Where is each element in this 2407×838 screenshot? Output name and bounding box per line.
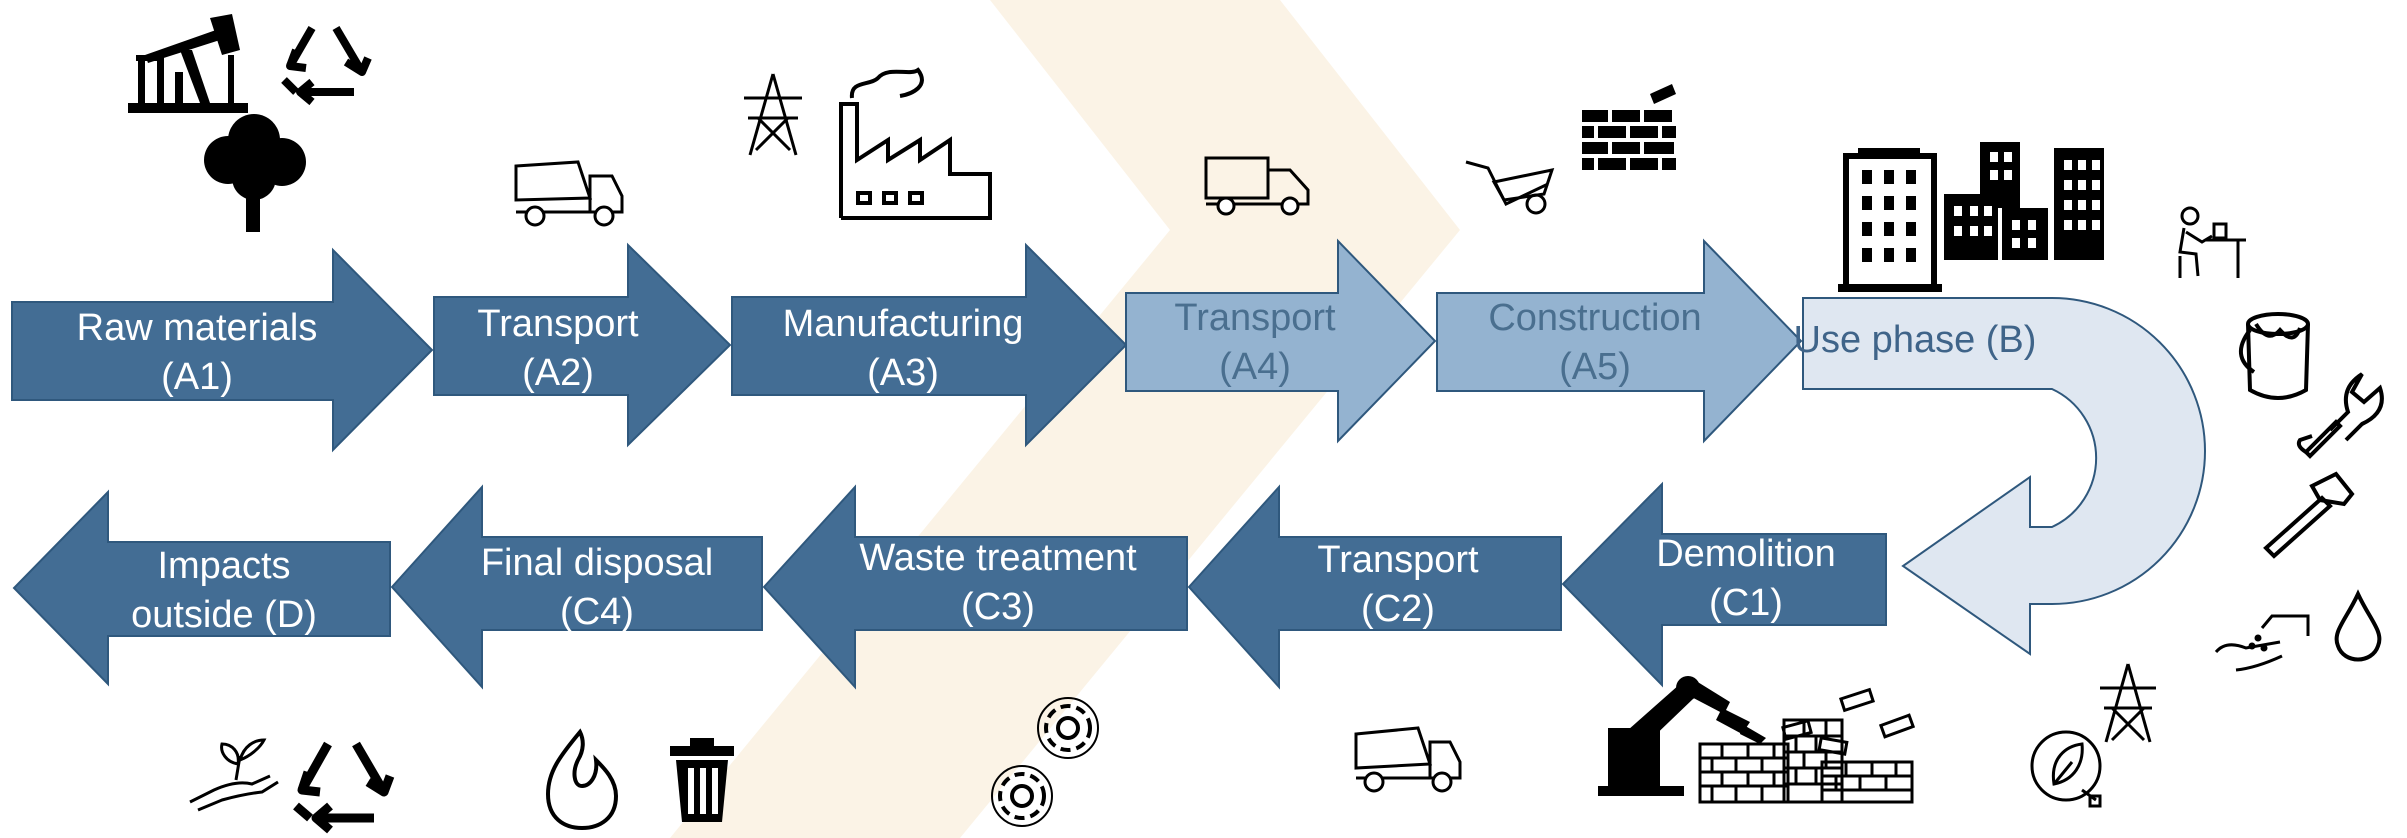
water-tap-icon bbox=[2214, 614, 2310, 672]
hammer-icon bbox=[2263, 471, 2355, 559]
dump-truck-icon bbox=[1354, 726, 1462, 793]
office-building-icon bbox=[1838, 148, 1942, 292]
stage-a4-label: Transport bbox=[1174, 297, 1336, 339]
water-drop-icon bbox=[2334, 589, 2382, 662]
stage-a3-arrow: Manufacturing (A3) bbox=[731, 242, 1128, 448]
dump-truck-icon bbox=[514, 160, 624, 227]
stage-c2-code: (C2) bbox=[1361, 588, 1435, 630]
stage-a3-label: Manufacturing bbox=[783, 303, 1024, 345]
factory-icon bbox=[839, 67, 992, 220]
stage-a5-code: (A5) bbox=[1559, 346, 1631, 388]
power-pylon-icon bbox=[2100, 663, 2156, 743]
stage-c4-code: (C4) bbox=[560, 591, 634, 633]
stage-a5-arrow: Construction (A5) bbox=[1436, 238, 1803, 444]
stage-a4-arrow: Transport (A4) bbox=[1125, 238, 1437, 444]
stage-a2-arrow: Transport (A2) bbox=[433, 242, 732, 448]
stage-d-code: outside (D) bbox=[131, 594, 317, 636]
tree-icon bbox=[204, 114, 306, 232]
stage-a4-code: (A4) bbox=[1219, 346, 1291, 388]
stage-a1-label: Raw materials bbox=[77, 307, 318, 349]
eco-energy-icon bbox=[2030, 730, 2102, 808]
gears-icon bbox=[991, 697, 1099, 827]
stage-c2-arrow: Transport (C2) bbox=[1187, 484, 1562, 690]
stage-a3-code: (A3) bbox=[867, 352, 939, 394]
stage-a5-label: Construction bbox=[1488, 297, 1701, 339]
stage-d-arrow: Impacts outside (D) bbox=[12, 489, 391, 687]
power-pylon-icon bbox=[744, 73, 802, 156]
delivery-truck-icon bbox=[1204, 156, 1310, 216]
recycle-icon bbox=[281, 25, 372, 106]
stage-c3-label: Waste treatment bbox=[859, 537, 1137, 579]
stage-a2-code: (A2) bbox=[522, 352, 594, 394]
brick-rubble-icon bbox=[1698, 687, 1916, 804]
stage-d-label: Impacts bbox=[157, 545, 290, 587]
wheelbarrow-icon bbox=[1465, 160, 1555, 215]
bricks-icon bbox=[1582, 84, 1676, 170]
stage-c3-arrow: Waste treatment (C3) bbox=[762, 484, 1188, 690]
stage-c4-label: Final disposal bbox=[481, 542, 713, 584]
stage-c1-label: Demolition bbox=[1656, 533, 1836, 575]
stage-a1-arrow: Raw materials (A1) bbox=[11, 247, 434, 453]
stage-b-arrow: Use phase (B) bbox=[1794, 297, 2206, 656]
paint-bucket-icon bbox=[2239, 312, 2310, 400]
city-buildings-icon bbox=[1944, 142, 2104, 260]
stage-a2-label: Transport bbox=[477, 303, 639, 345]
fire-icon bbox=[545, 728, 619, 831]
stage-c1-arrow: Demolition (C1) bbox=[1561, 481, 1887, 688]
stage-c2-label: Transport bbox=[1317, 539, 1479, 581]
robot-arm-icon bbox=[1598, 676, 1766, 796]
stage-c4-arrow: Final disposal (C4) bbox=[390, 484, 763, 690]
stage-b-label: Use phase (B) bbox=[1794, 319, 2037, 361]
wrench-icon bbox=[2296, 372, 2384, 459]
office-worker-icon bbox=[2178, 206, 2246, 278]
stage-c3-code: (C3) bbox=[961, 586, 1035, 628]
stage-c1-code: (C1) bbox=[1709, 582, 1783, 624]
recycle-icon bbox=[293, 741, 395, 834]
plant-in-hand-icon bbox=[189, 738, 279, 812]
oil-pump-icon bbox=[128, 14, 248, 113]
trash-can-icon bbox=[670, 738, 734, 822]
stage-a1-code: (A1) bbox=[161, 356, 233, 398]
